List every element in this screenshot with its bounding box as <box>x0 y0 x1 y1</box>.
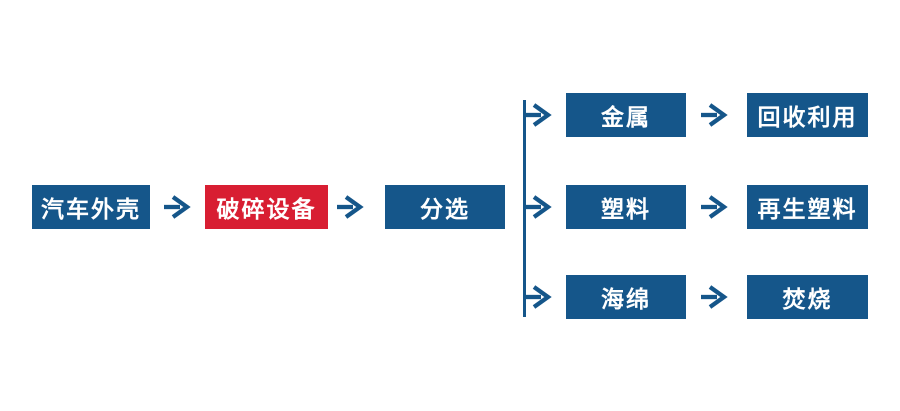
arrow-right-icon <box>700 283 730 311</box>
arrow-right-icon <box>336 193 366 221</box>
node-plastic: 塑料 <box>566 185 686 229</box>
node-crushing-equipment: 破碎设备 <box>205 185 328 229</box>
node-recycling: 回收利用 <box>747 93 868 137</box>
arrow-right-icon <box>700 193 730 221</box>
node-metal: 金属 <box>566 93 686 137</box>
arrow-right-icon <box>163 193 193 221</box>
node-incineration: 焚烧 <box>747 275 868 319</box>
branch-connector-line <box>523 100 526 317</box>
arrow-right-icon <box>524 283 554 311</box>
node-car-shell: 汽车外壳 <box>32 185 150 229</box>
arrow-right-icon <box>524 193 554 221</box>
node-sponge: 海绵 <box>566 275 686 319</box>
arrow-right-icon <box>524 101 554 129</box>
node-recycled-plastic: 再生塑料 <box>747 185 868 229</box>
node-sorting: 分选 <box>385 185 505 229</box>
arrow-right-icon <box>700 101 730 129</box>
